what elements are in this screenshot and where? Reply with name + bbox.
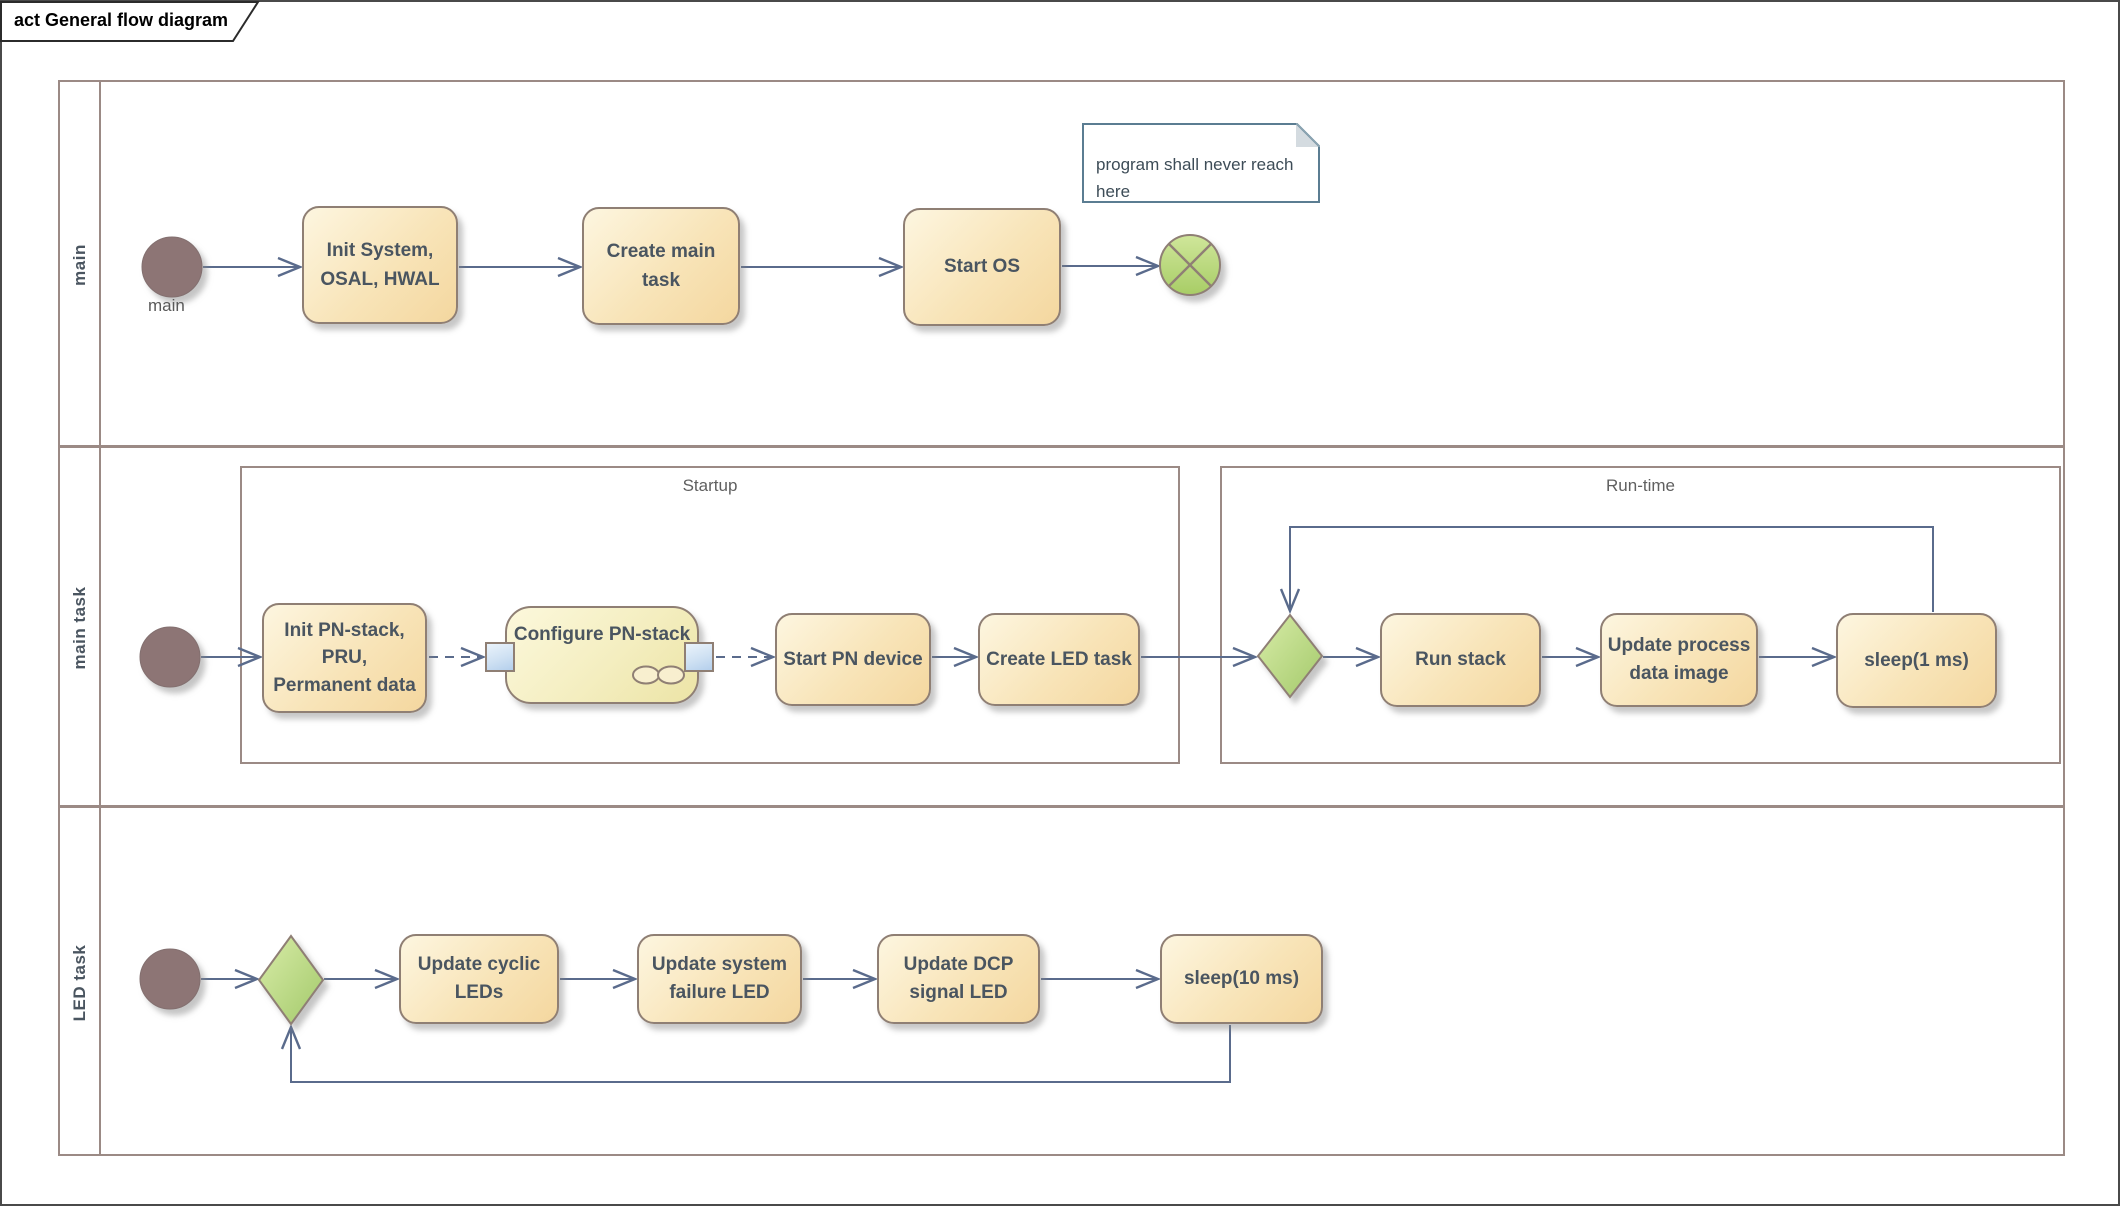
- initial-node-icon[interactable]: [139, 626, 201, 688]
- activity-configure-pn-stack[interactable]: Configure PN-stack: [505, 606, 699, 704]
- lane-main: [60, 82, 2063, 448]
- lane-label-column: [60, 82, 101, 1154]
- output-pin[interactable]: [684, 642, 714, 672]
- frame-startup[interactable]: Startup: [240, 466, 1180, 764]
- activity-sleep-1ms[interactable]: sleep(1 ms): [1836, 613, 1997, 708]
- connectors-led-task: [201, 968, 1231, 1083]
- activity-run-stack[interactable]: Run stack: [1380, 613, 1541, 707]
- activity-update-process-data[interactable]: Update process data image: [1600, 613, 1758, 707]
- decision-diamond-icon[interactable]: [1256, 613, 1324, 699]
- initial-node-icon[interactable]: [141, 236, 203, 298]
- decision-diamond-icon[interactable]: [257, 934, 325, 1026]
- activity-start-os[interactable]: Start OS: [903, 208, 1061, 326]
- activity-init-pn-stack[interactable]: Init PN-stack, PRU, Permanent data: [262, 603, 427, 713]
- title-tab: [0, 0, 260, 42]
- activity-update-dcp-signal-led[interactable]: Update DCP signal LED: [877, 934, 1040, 1024]
- flow-final-icon[interactable]: [1159, 234, 1221, 296]
- lane-main-task: [60, 448, 2063, 808]
- activity-init-system[interactable]: Init System, OSAL, HWAL: [302, 206, 458, 324]
- chain-link-icon: [632, 665, 685, 685]
- activity-sleep-10ms[interactable]: sleep(10 ms): [1160, 934, 1323, 1024]
- activity-create-led-task[interactable]: Create LED task: [978, 613, 1140, 706]
- frame-runtime-label: Run-time: [1606, 476, 1675, 495]
- activity-update-system-failure-led[interactable]: Update system failure LED: [637, 934, 802, 1024]
- note-program-never-reach[interactable]: program shall never reach here: [1082, 123, 1320, 203]
- connectors-main: [203, 255, 1162, 278]
- activity-update-cyclic-leds[interactable]: Update cyclic LEDs: [399, 934, 559, 1024]
- diagram-title: act General flow diagram: [14, 10, 229, 30]
- initial-node-icon[interactable]: [139, 948, 201, 1010]
- swimlane-container: main main task LED task: [58, 80, 2065, 1156]
- folded-corner-edge: [1296, 123, 1320, 147]
- frame-runtime[interactable]: Run-time: [1220, 466, 2061, 764]
- connectors-main-task: [201, 526, 1934, 668]
- initial-node-label: main: [148, 296, 185, 315]
- input-pin[interactable]: [485, 642, 515, 672]
- note-text: program shall never reach here: [1096, 155, 1294, 202]
- activity-create-main-task[interactable]: Create main task: [582, 207, 740, 325]
- activity-start-pn-device[interactable]: Start PN device: [775, 613, 931, 706]
- frame-startup-label: Startup: [682, 476, 738, 495]
